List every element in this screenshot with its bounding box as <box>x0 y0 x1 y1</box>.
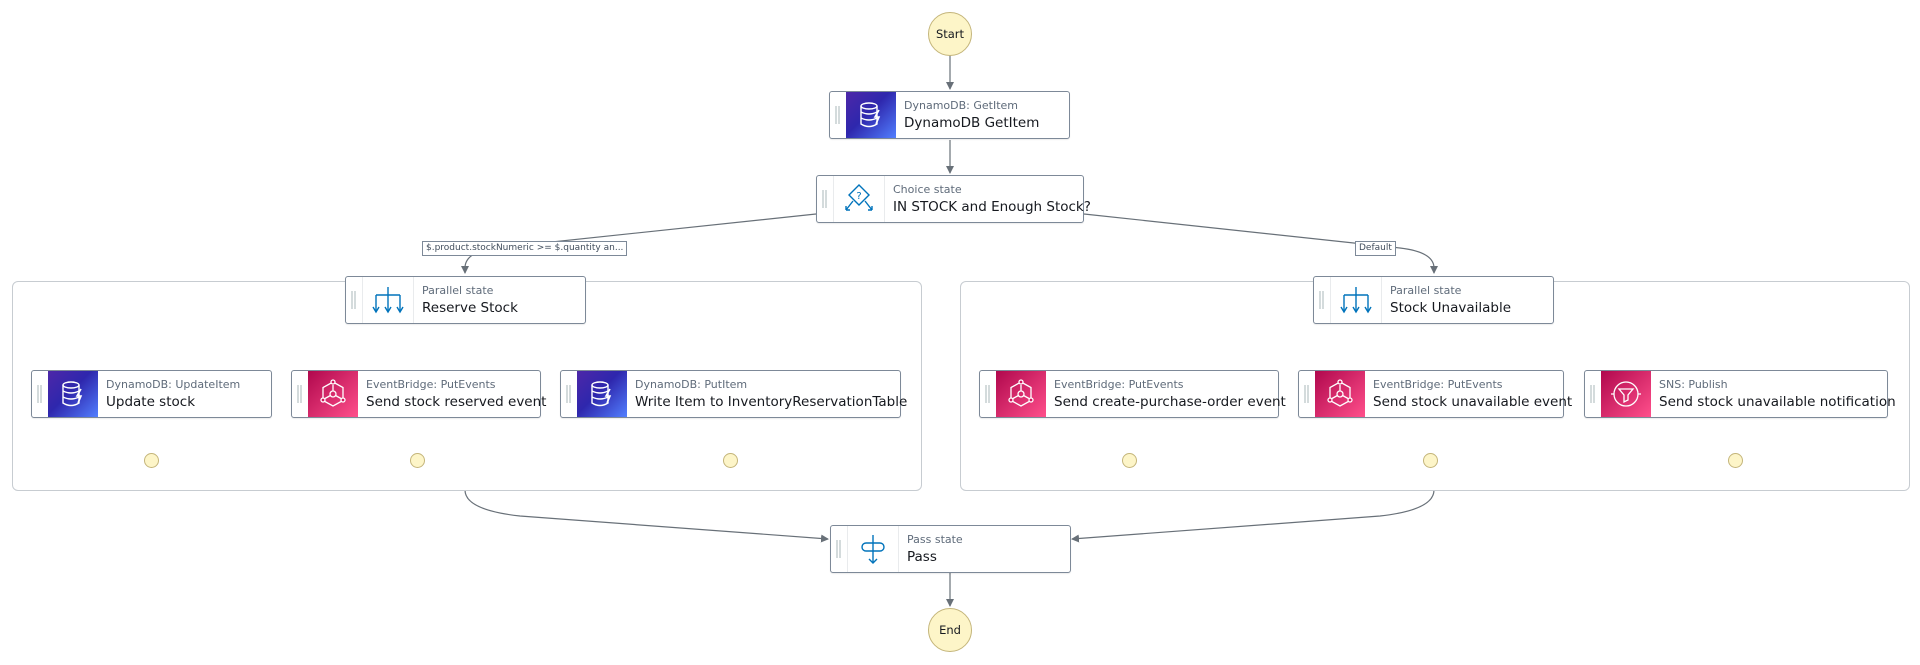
eventbridge-icon <box>308 371 358 417</box>
node-title: Write Item to InventoryReservationTable <box>635 393 908 410</box>
node-title: Send stock unavailable notification <box>1659 393 1896 410</box>
end-label: End <box>939 623 961 637</box>
parallel-icon <box>362 277 414 323</box>
pass-icon <box>847 526 899 572</box>
node-type: EventBridge: PutEvents <box>1054 377 1184 391</box>
dynamodb-icon <box>577 371 627 417</box>
node-title: Reserve Stock <box>422 299 518 316</box>
pass-state-node[interactable]: Pass state Pass <box>830 525 1071 573</box>
branch-end-dot <box>410 453 425 468</box>
node-type: EventBridge: PutEvents <box>366 377 496 391</box>
dynamodb-getitem-node[interactable]: DynamoDB: GetItem DynamoDB GetItem <box>829 91 1070 139</box>
drag-handle-icon[interactable] <box>346 277 362 323</box>
end-node[interactable]: End <box>928 608 972 652</box>
node-title: Send stock reserved event <box>366 393 547 410</box>
dynamodb-icon <box>48 371 98 417</box>
choice-icon: ? <box>833 176 885 222</box>
send-create-purchase-order-node[interactable]: EventBridge: PutEvents Send create-purch… <box>979 370 1286 418</box>
choice-state-node[interactable]: ? Choice state IN STOCK and Enough Stock… <box>816 175 1091 223</box>
sns-icon <box>1601 371 1651 417</box>
start-label: Start <box>935 27 965 41</box>
node-type: Parallel state <box>1390 283 1462 297</box>
default-rule-text: Default <box>1359 243 1392 253</box>
branch-end-dot <box>1122 453 1137 468</box>
svg-text:?: ? <box>856 191 861 202</box>
choice-rule-text: $.product.stockNumeric >= $.quantity an.… <box>426 243 624 253</box>
node-type: Pass state <box>907 532 963 546</box>
choice-rule-label[interactable]: $.product.stockNumeric >= $.quantity an.… <box>422 241 628 256</box>
branch-end-dot <box>1423 453 1438 468</box>
drag-handle-icon[interactable] <box>830 92 846 138</box>
start-node[interactable]: Start <box>928 12 972 56</box>
edge-unavailable-to-pass <box>1071 489 1435 543</box>
node-type: DynamoDB: GetItem <box>904 98 1019 112</box>
eventbridge-icon <box>1315 371 1365 417</box>
node-type: Choice state <box>893 182 962 196</box>
reserve-stock-parallel-node[interactable]: Parallel state Reserve Stock <box>345 276 586 324</box>
node-title: Update stock <box>106 393 196 410</box>
node-title: Pass <box>907 548 937 565</box>
node-title: Stock Unavailable <box>1390 299 1512 316</box>
edge-choice-to-unavailable <box>1083 213 1438 274</box>
node-type: EventBridge: PutEvents <box>1373 377 1503 391</box>
drag-handle-icon[interactable] <box>32 371 48 417</box>
drag-handle-icon[interactable] <box>831 526 847 572</box>
stock-unavailable-parallel-node[interactable]: Parallel state Stock Unavailable <box>1313 276 1554 324</box>
node-type: SNS: Publish <box>1659 377 1728 391</box>
update-stock-task-node[interactable]: DynamoDB: UpdateItem Update stock <box>31 370 272 418</box>
node-title: Send stock unavailable event <box>1373 393 1573 410</box>
node-title: IN STOCK and Enough Stock? <box>893 198 1091 215</box>
drag-handle-icon[interactable] <box>292 371 308 417</box>
send-stock-reserved-event-node[interactable]: EventBridge: PutEvents Send stock reserv… <box>291 370 546 418</box>
node-type: Parallel state <box>422 283 494 297</box>
edge-reserve-to-pass <box>464 489 829 543</box>
default-rule-label[interactable]: Default <box>1355 241 1396 256</box>
drag-handle-icon[interactable] <box>1585 371 1601 417</box>
parallel-icon <box>1330 277 1382 323</box>
drag-handle-icon[interactable] <box>980 371 996 417</box>
branch-end-dot <box>144 453 159 468</box>
send-stock-unavailable-event-node[interactable]: EventBridge: PutEvents Send stock unavai… <box>1298 370 1572 418</box>
eventbridge-icon <box>996 371 1046 417</box>
node-type: DynamoDB: PutItem <box>635 377 748 391</box>
branch-end-dot <box>723 453 738 468</box>
drag-handle-icon[interactable] <box>817 176 833 222</box>
drag-handle-icon[interactable] <box>1314 277 1330 323</box>
node-type: DynamoDB: UpdateItem <box>106 377 241 391</box>
branch-end-dot <box>1728 453 1743 468</box>
node-title: Send create-purchase-order event <box>1054 393 1286 410</box>
sns-publish-notification-node[interactable]: SNS: Publish Send stock unavailable noti… <box>1584 370 1896 418</box>
drag-handle-icon[interactable] <box>1299 371 1315 417</box>
drag-handle-icon[interactable] <box>561 371 577 417</box>
write-item-task-node[interactable]: DynamoDB: PutItem Write Item to Inventor… <box>560 370 907 418</box>
node-title: DynamoDB GetItem <box>904 114 1040 131</box>
dynamodb-icon <box>846 92 896 138</box>
